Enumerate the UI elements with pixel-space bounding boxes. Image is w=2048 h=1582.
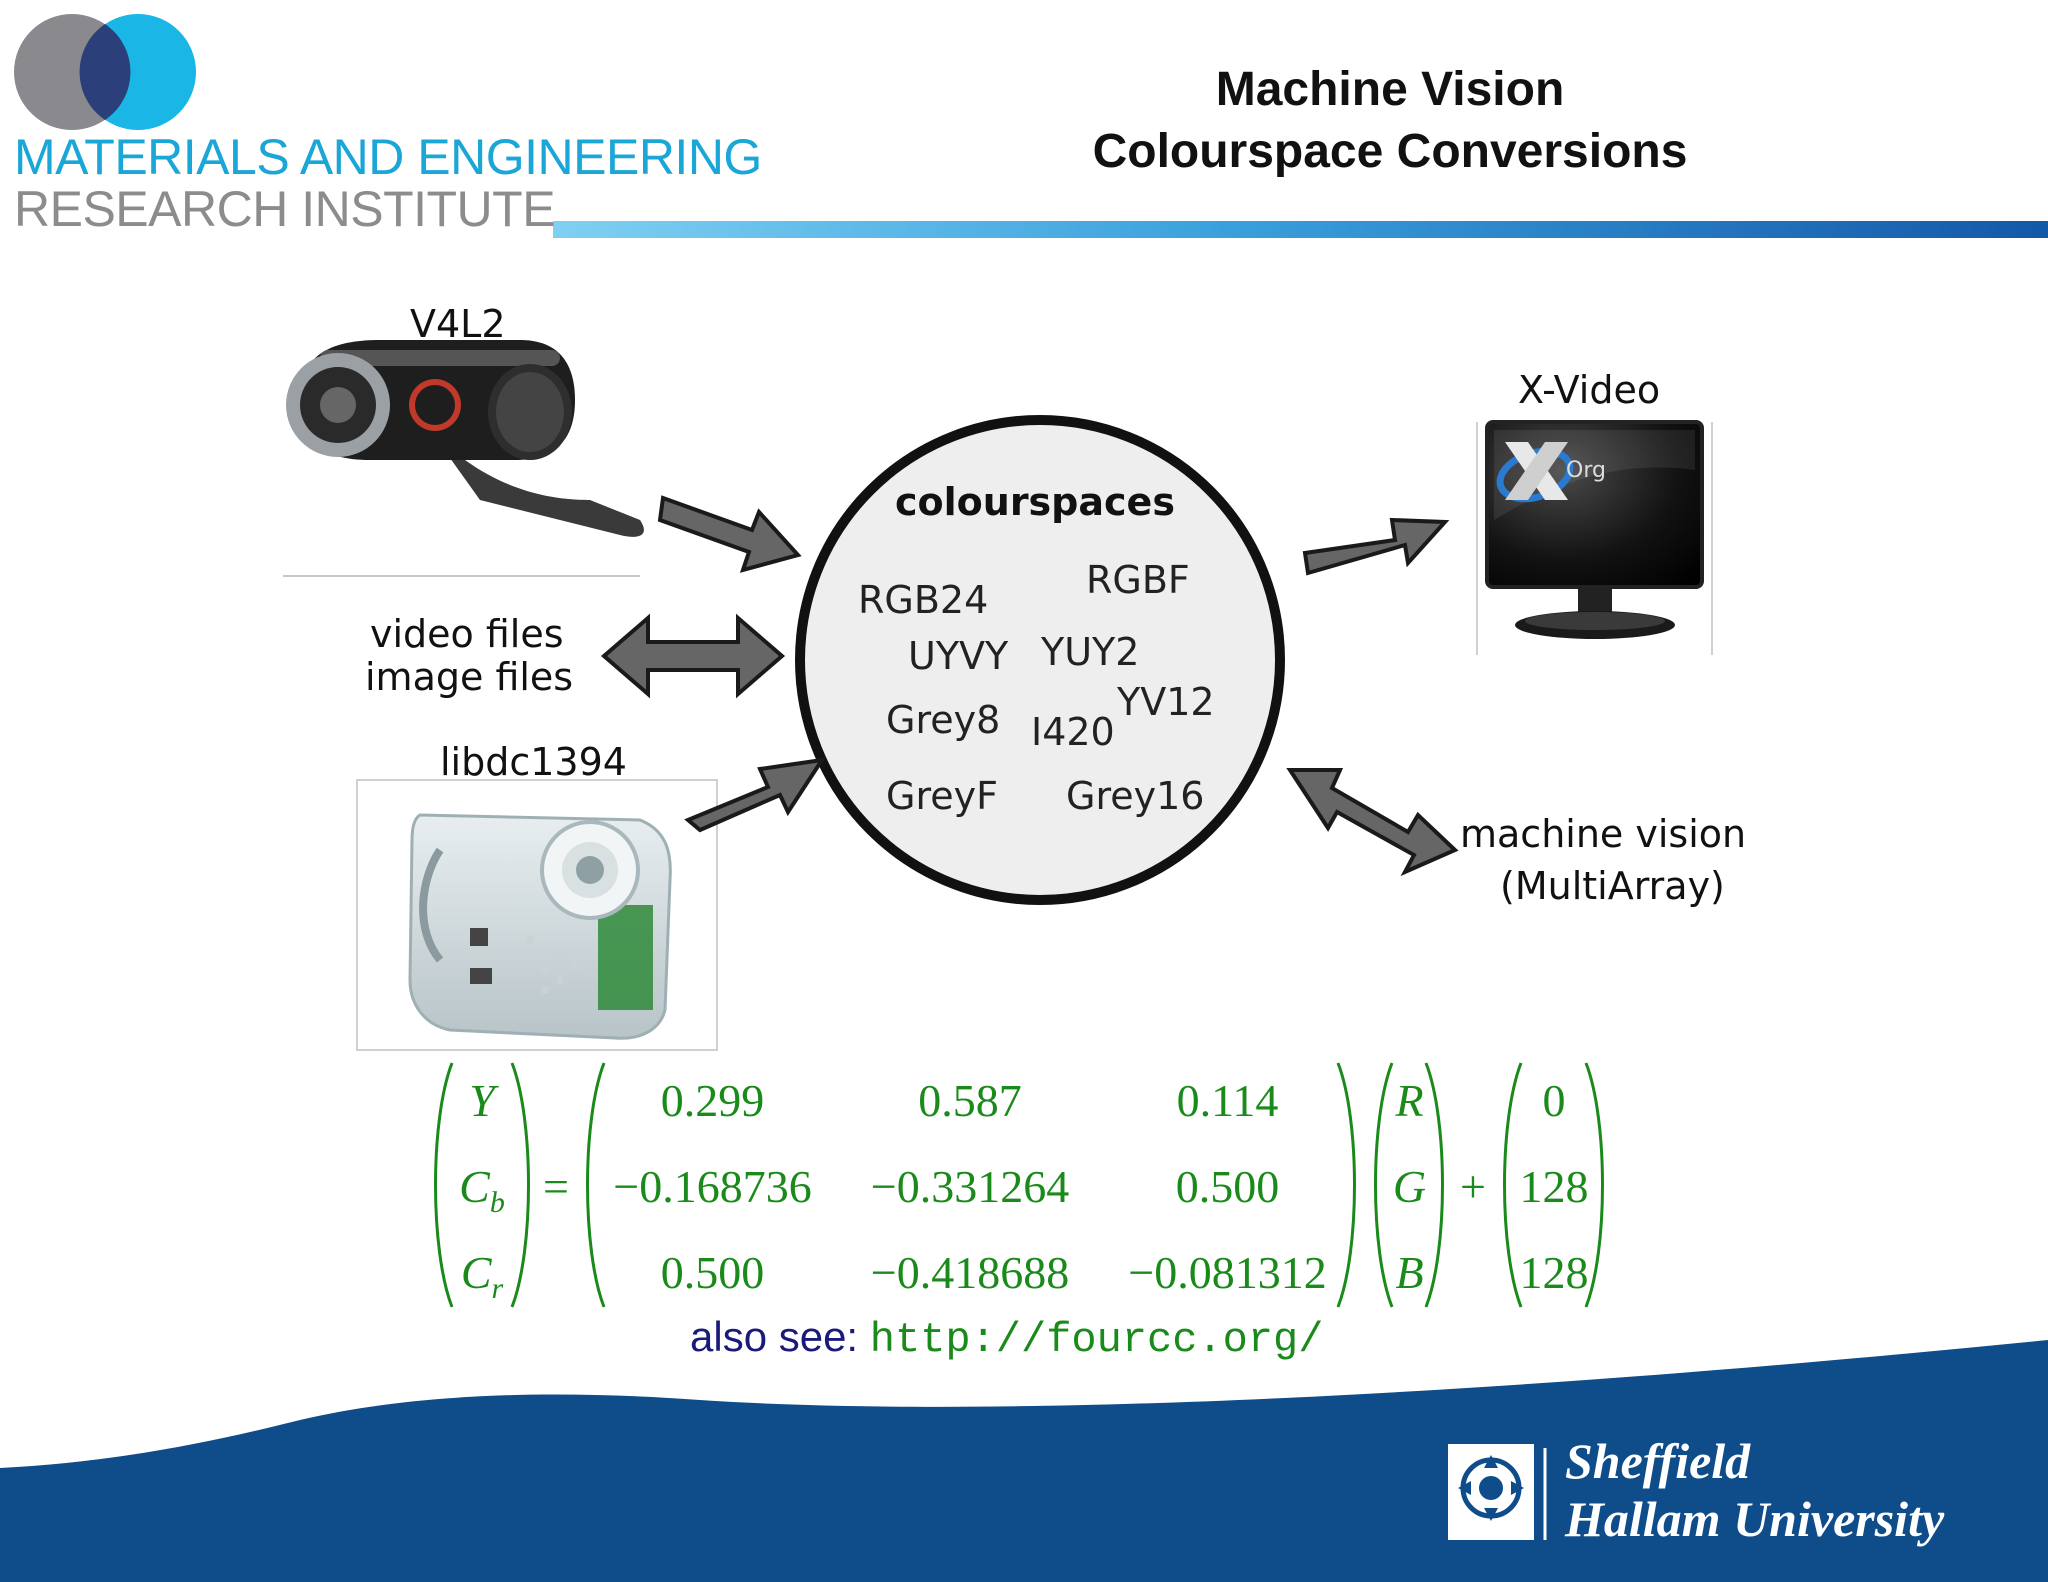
- rgb-b: B: [1395, 1247, 1424, 1298]
- institute-name-line1: MATERIALS AND ENGINEERING: [14, 129, 762, 185]
- label-multiarray: (MultiArray): [1500, 864, 1725, 908]
- lhs-cr: Cr: [460, 1247, 504, 1306]
- label-v4l2: V4L2: [410, 302, 506, 346]
- colourspaces-title: colourspaces: [895, 480, 1175, 524]
- format-yv12: YV12: [1117, 680, 1215, 724]
- matrix-cell-0-0: 0.299: [660, 1075, 765, 1126]
- offset-cb: 128: [1519, 1161, 1589, 1212]
- rgb-g: G: [1392, 1161, 1427, 1212]
- lhs-cb: Cb: [459, 1161, 505, 1220]
- lhs-bracket-right: [510, 1062, 530, 1308]
- libdc-photo-frame: [356, 779, 718, 1051]
- webcam-icon: [286, 340, 644, 537]
- label-libdc1394: libdc1394: [440, 740, 627, 784]
- format-i420: I420: [1031, 710, 1115, 754]
- university-crest-icon: [1448, 1444, 1534, 1540]
- firewire-camera-icon: [408, 813, 672, 1040]
- arrow-v4l2-in: [657, 495, 802, 573]
- format-yuy2: YUY2: [1041, 630, 1140, 674]
- institute-logo-icon: [14, 14, 196, 130]
- matrix-cell-0-2: 0.114: [1176, 1075, 1279, 1126]
- matrix-cell-2-1: −0.418688: [870, 1247, 1070, 1298]
- matrix-cell-2-2: −0.081312: [1128, 1247, 1327, 1298]
- university-name-line1: Sheffield: [1565, 1433, 1751, 1489]
- fourcc-link[interactable]: http://fourcc.org/: [869, 1316, 1324, 1364]
- label-x-video: X-Video: [1518, 368, 1661, 412]
- rgb-r: R: [1395, 1075, 1424, 1126]
- format-uyvy: UYVY: [908, 634, 1009, 678]
- also-see-label: also see:: [690, 1313, 859, 1360]
- matrix-cell-1-2: 0.500: [1175, 1161, 1280, 1212]
- university-name-line2: Hallam University: [1565, 1491, 1945, 1547]
- slide-title-line1: Machine Vision: [1215, 63, 1565, 116]
- matrix-cell-0-1: 0.587: [918, 1075, 1022, 1126]
- format-grey16: Grey16: [1066, 774, 1205, 818]
- arrow-libdc-in: [684, 757, 827, 833]
- xorg-logo-icon: [1496, 442, 1574, 503]
- label-machine-vision: machine vision: [1460, 812, 1747, 856]
- xorg-logo-text: Org: [1566, 458, 1606, 483]
- offset-y: 0: [1542, 1075, 1566, 1126]
- arrow-files-bidirectional: [600, 613, 786, 699]
- rgb-bracket-left: [1374, 1062, 1394, 1308]
- equals-sign: =: [543, 1161, 569, 1212]
- matrix-cell-1-0: −0.168736: [613, 1161, 812, 1212]
- colourspaces-circle: [795, 415, 1285, 905]
- institute-name-line2: RESEARCH INSTITUTE: [14, 181, 556, 237]
- format-grey8: Grey8: [886, 698, 1001, 742]
- plus-sign: +: [1460, 1161, 1486, 1212]
- arrow-machine-vision-bidirectional: [1286, 768, 1459, 877]
- matrix-cell-2-0: 0.500: [660, 1247, 765, 1298]
- label-video-files: video files: [370, 612, 564, 656]
- format-greyf: GreyF: [886, 774, 998, 818]
- format-rgb24: RGB24: [858, 578, 989, 622]
- matrix-cell-1-1: −0.331264: [870, 1161, 1070, 1212]
- offset-bracket-left: [1503, 1062, 1523, 1308]
- offset-bracket-right: [1584, 1062, 1604, 1308]
- matrix-bracket-right: [1336, 1062, 1356, 1308]
- lhs-y: Y: [469, 1075, 495, 1126]
- matrix-bracket-left: [586, 1062, 606, 1308]
- slide-title-line2: Colourspace Conversions: [1092, 125, 1688, 178]
- also-see-line: also see: http://fourcc.org/: [690, 1313, 1323, 1364]
- header-band: [553, 221, 2048, 238]
- monitor-icon: [1485, 420, 1704, 639]
- arrow-xvideo-out: [1302, 517, 1450, 576]
- format-rgbf: RGBF: [1086, 558, 1190, 602]
- label-image-files: image files: [365, 655, 574, 699]
- lhs-bracket-left: [434, 1062, 454, 1308]
- footer-band: [0, 1340, 2048, 1582]
- rgb-bracket-right: [1424, 1062, 1444, 1308]
- offset-cr: 128: [1519, 1247, 1589, 1298]
